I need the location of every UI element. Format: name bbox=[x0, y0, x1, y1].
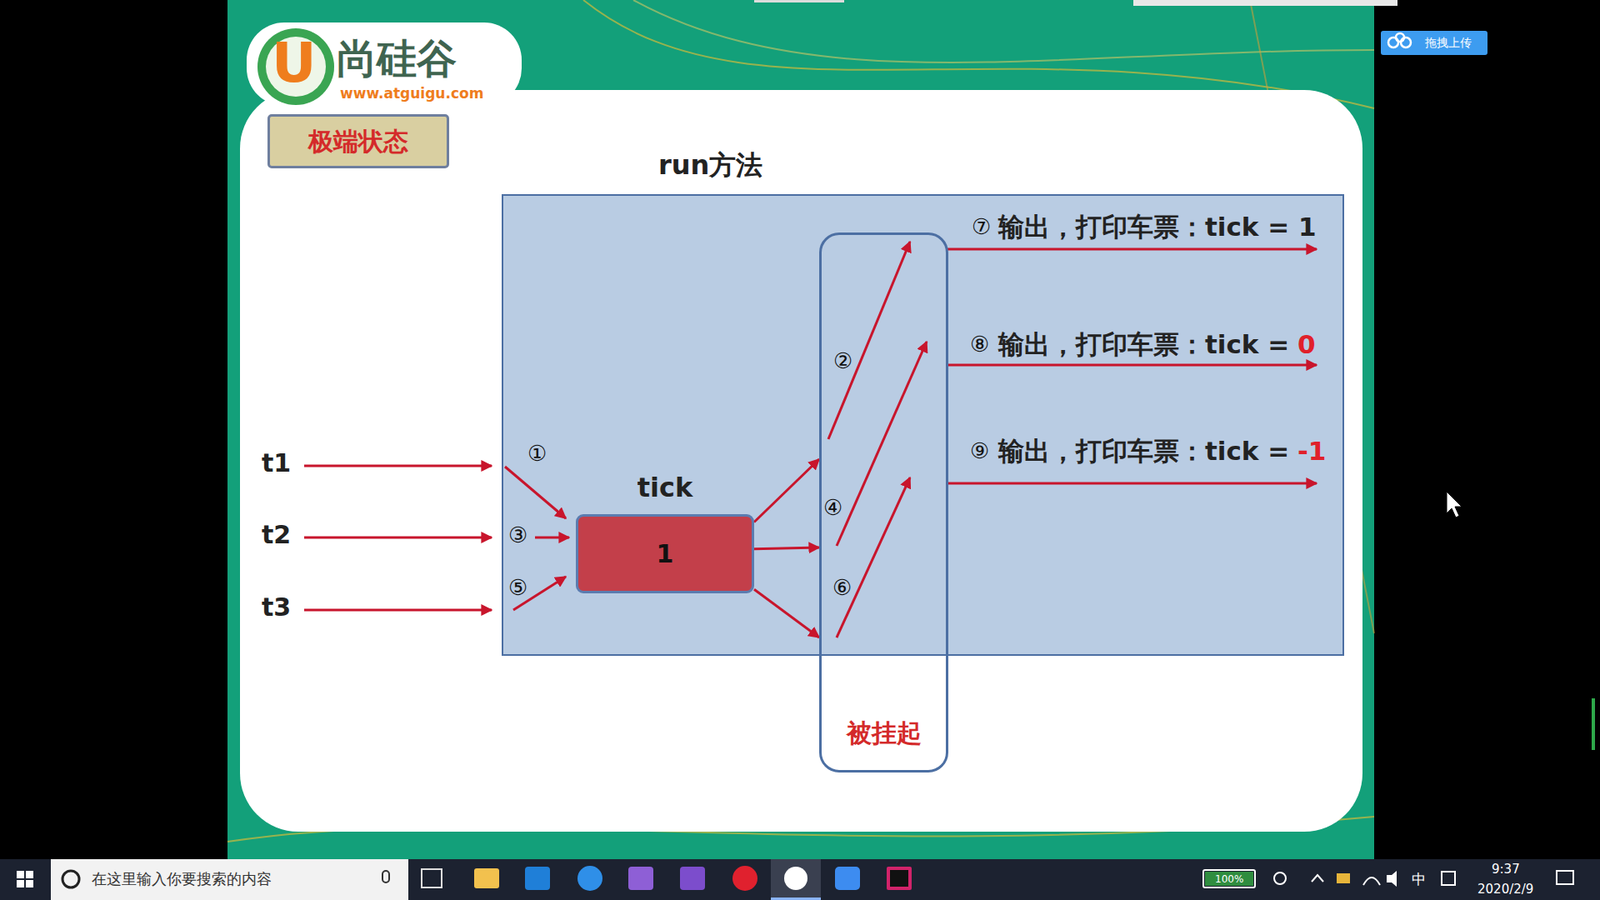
scroll-mark bbox=[1591, 698, 1595, 750]
active-mark bbox=[770, 897, 821, 900]
tray-icon bbox=[1274, 872, 1286, 885]
clock-date: 2020/2/9 bbox=[1477, 883, 1534, 896]
wake-arrow bbox=[836, 477, 910, 638]
search-box bbox=[50, 859, 409, 900]
enter-arrow bbox=[505, 466, 566, 519]
app-icon bbox=[890, 870, 909, 887]
app-icon bbox=[680, 866, 705, 890]
start-icon-part bbox=[25, 880, 34, 888]
callout-number: ⑦ bbox=[970, 215, 992, 239]
decor-curve bbox=[633, 0, 1375, 63]
logo-text: 尚硅谷 bbox=[336, 38, 457, 79]
callout-number: ① bbox=[526, 441, 548, 465]
app-icon bbox=[628, 866, 654, 890]
region-title: 被挂起 bbox=[821, 719, 946, 747]
callout-number: ⑧ bbox=[969, 332, 990, 356]
variable-value: 1 bbox=[656, 541, 675, 567]
variable-box: tick1 bbox=[575, 514, 755, 594]
slide-ground bbox=[227, 0, 1375, 860]
method-box: run方法tick1 bbox=[501, 194, 1345, 656]
thread-name: t3 bbox=[261, 595, 291, 620]
thread-name: t2 bbox=[261, 522, 291, 548]
output-value: -1 bbox=[1297, 438, 1326, 465]
logo-letter: U bbox=[271, 35, 317, 91]
active-app bbox=[770, 859, 821, 900]
app-icon bbox=[525, 866, 550, 890]
app-icon bbox=[577, 865, 603, 891]
enter-arrow bbox=[535, 536, 570, 540]
app-icon bbox=[732, 865, 758, 891]
battery-icon bbox=[1203, 870, 1255, 888]
callout-number: ⑥ bbox=[831, 575, 853, 600]
thread-arrow bbox=[304, 609, 492, 612]
callout-number: ⑤ bbox=[507, 575, 529, 600]
battery-level bbox=[1205, 871, 1254, 886]
upload-button bbox=[1380, 30, 1488, 55]
logo-core bbox=[265, 36, 326, 97]
tray-icon bbox=[1311, 875, 1324, 882]
frame-edge bbox=[754, 0, 845, 3]
logo-url: www.atguigu.com bbox=[340, 86, 484, 101]
variable-name: tick bbox=[578, 473, 752, 503]
output-text: 输出，打印车票：tick = 1 bbox=[998, 214, 1317, 240]
method-title: run方法 bbox=[658, 150, 763, 180]
battery-text: 100% bbox=[1215, 874, 1244, 885]
callout-number: ② bbox=[832, 349, 854, 373]
tray-icon bbox=[1441, 871, 1455, 885]
wake-arrow bbox=[836, 341, 927, 546]
output-arrow bbox=[946, 248, 1317, 251]
clock-time: 9:37 bbox=[1491, 863, 1520, 876]
output-text: 输出，打印车票：tick = bbox=[998, 438, 1290, 465]
cloud-icon bbox=[1400, 37, 1411, 48]
notify-icon bbox=[1556, 870, 1574, 885]
state-title: 极端状态 bbox=[308, 129, 409, 155]
logo-tab bbox=[246, 22, 522, 106]
state-box: 极端状态 bbox=[267, 114, 450, 169]
tray-icon bbox=[1386, 870, 1397, 887]
start-icon bbox=[16, 870, 34, 888]
output-arrow bbox=[946, 364, 1317, 367]
upload-label: 拖拽上传 bbox=[1425, 36, 1472, 49]
output-arrow bbox=[946, 482, 1317, 485]
output-text: 输出，打印车票：tick = bbox=[998, 331, 1290, 358]
search-icon bbox=[62, 870, 80, 888]
mic-icon bbox=[382, 870, 390, 883]
app-icon bbox=[784, 866, 808, 890]
start-icon-part bbox=[16, 870, 25, 879]
thread-arrow bbox=[304, 536, 492, 540]
app-icon bbox=[474, 868, 500, 889]
start-icon-part bbox=[16, 880, 25, 888]
callout-number: ⑨ bbox=[969, 439, 990, 463]
tray-icon bbox=[1336, 873, 1350, 884]
flow-arrow bbox=[754, 459, 820, 523]
app-icon bbox=[835, 866, 860, 890]
ime-indicator: 中 bbox=[1411, 872, 1426, 887]
run-box-fill bbox=[501, 194, 1345, 656]
taskbar bbox=[0, 859, 1600, 900]
thread-arrows bbox=[304, 241, 1317, 638]
flow-arrow bbox=[754, 547, 820, 550]
app-icon bbox=[886, 866, 912, 890]
output-value: 0 bbox=[1297, 331, 1316, 358]
mouse-cursor bbox=[1446, 491, 1462, 518]
tray-icon bbox=[1363, 877, 1380, 885]
thread-arrow bbox=[304, 465, 492, 468]
start-icon-part bbox=[25, 870, 34, 879]
callout-number: ④ bbox=[822, 495, 844, 520]
logo-ring bbox=[257, 28, 335, 105]
slide-panel bbox=[240, 90, 1363, 832]
thread-name: t1 bbox=[261, 450, 291, 476]
frame-edge bbox=[1133, 0, 1398, 6]
search-placeholder: 在这里输入你要搜索的内容 bbox=[91, 871, 272, 887]
callout-number: ③ bbox=[507, 523, 529, 547]
taskview-icon bbox=[421, 869, 442, 888]
flow-arrow bbox=[754, 589, 820, 638]
